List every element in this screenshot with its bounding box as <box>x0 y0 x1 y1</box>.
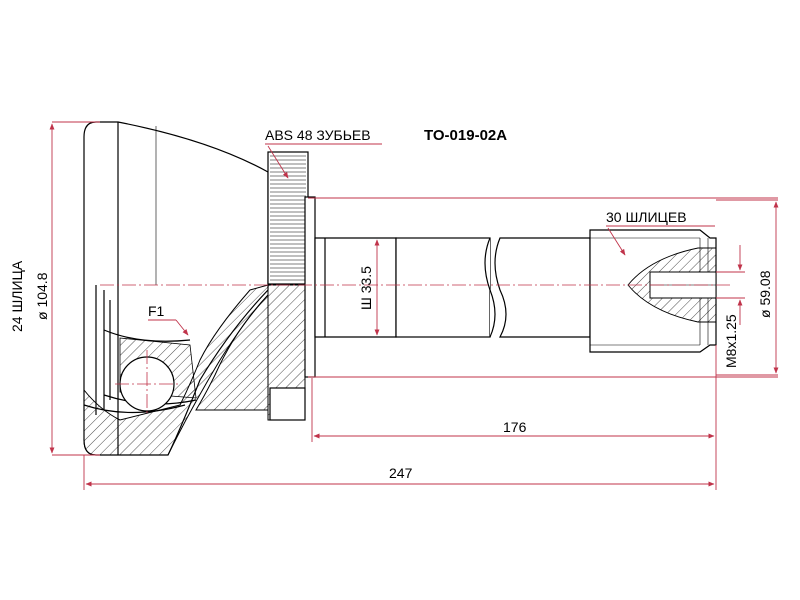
shaft-diameter-label: Ш 33.5 <box>358 266 374 310</box>
outer-splines-label: 30 ШЛИЦЕВ <box>606 209 687 225</box>
abs-ring <box>267 151 309 285</box>
outer-diameter-label: ø 104.8 <box>34 272 50 320</box>
abs-teeth-label: ABS 48 ЗУБЬЕВ <box>265 127 371 143</box>
thread-label: M8x1.25 <box>723 314 739 368</box>
inner-splines-label: 24 ШЛИЦА <box>9 260 25 332</box>
shaft-length-label: 176 <box>503 419 527 435</box>
spline-diameter-label: ø 59.08 <box>757 270 773 318</box>
part-number: TO-019-02A <box>424 127 507 144</box>
f1-label: F1 <box>148 303 165 319</box>
shaft <box>314 229 717 353</box>
total-length-label: 247 <box>389 465 413 481</box>
dimension-lines <box>49 121 779 490</box>
